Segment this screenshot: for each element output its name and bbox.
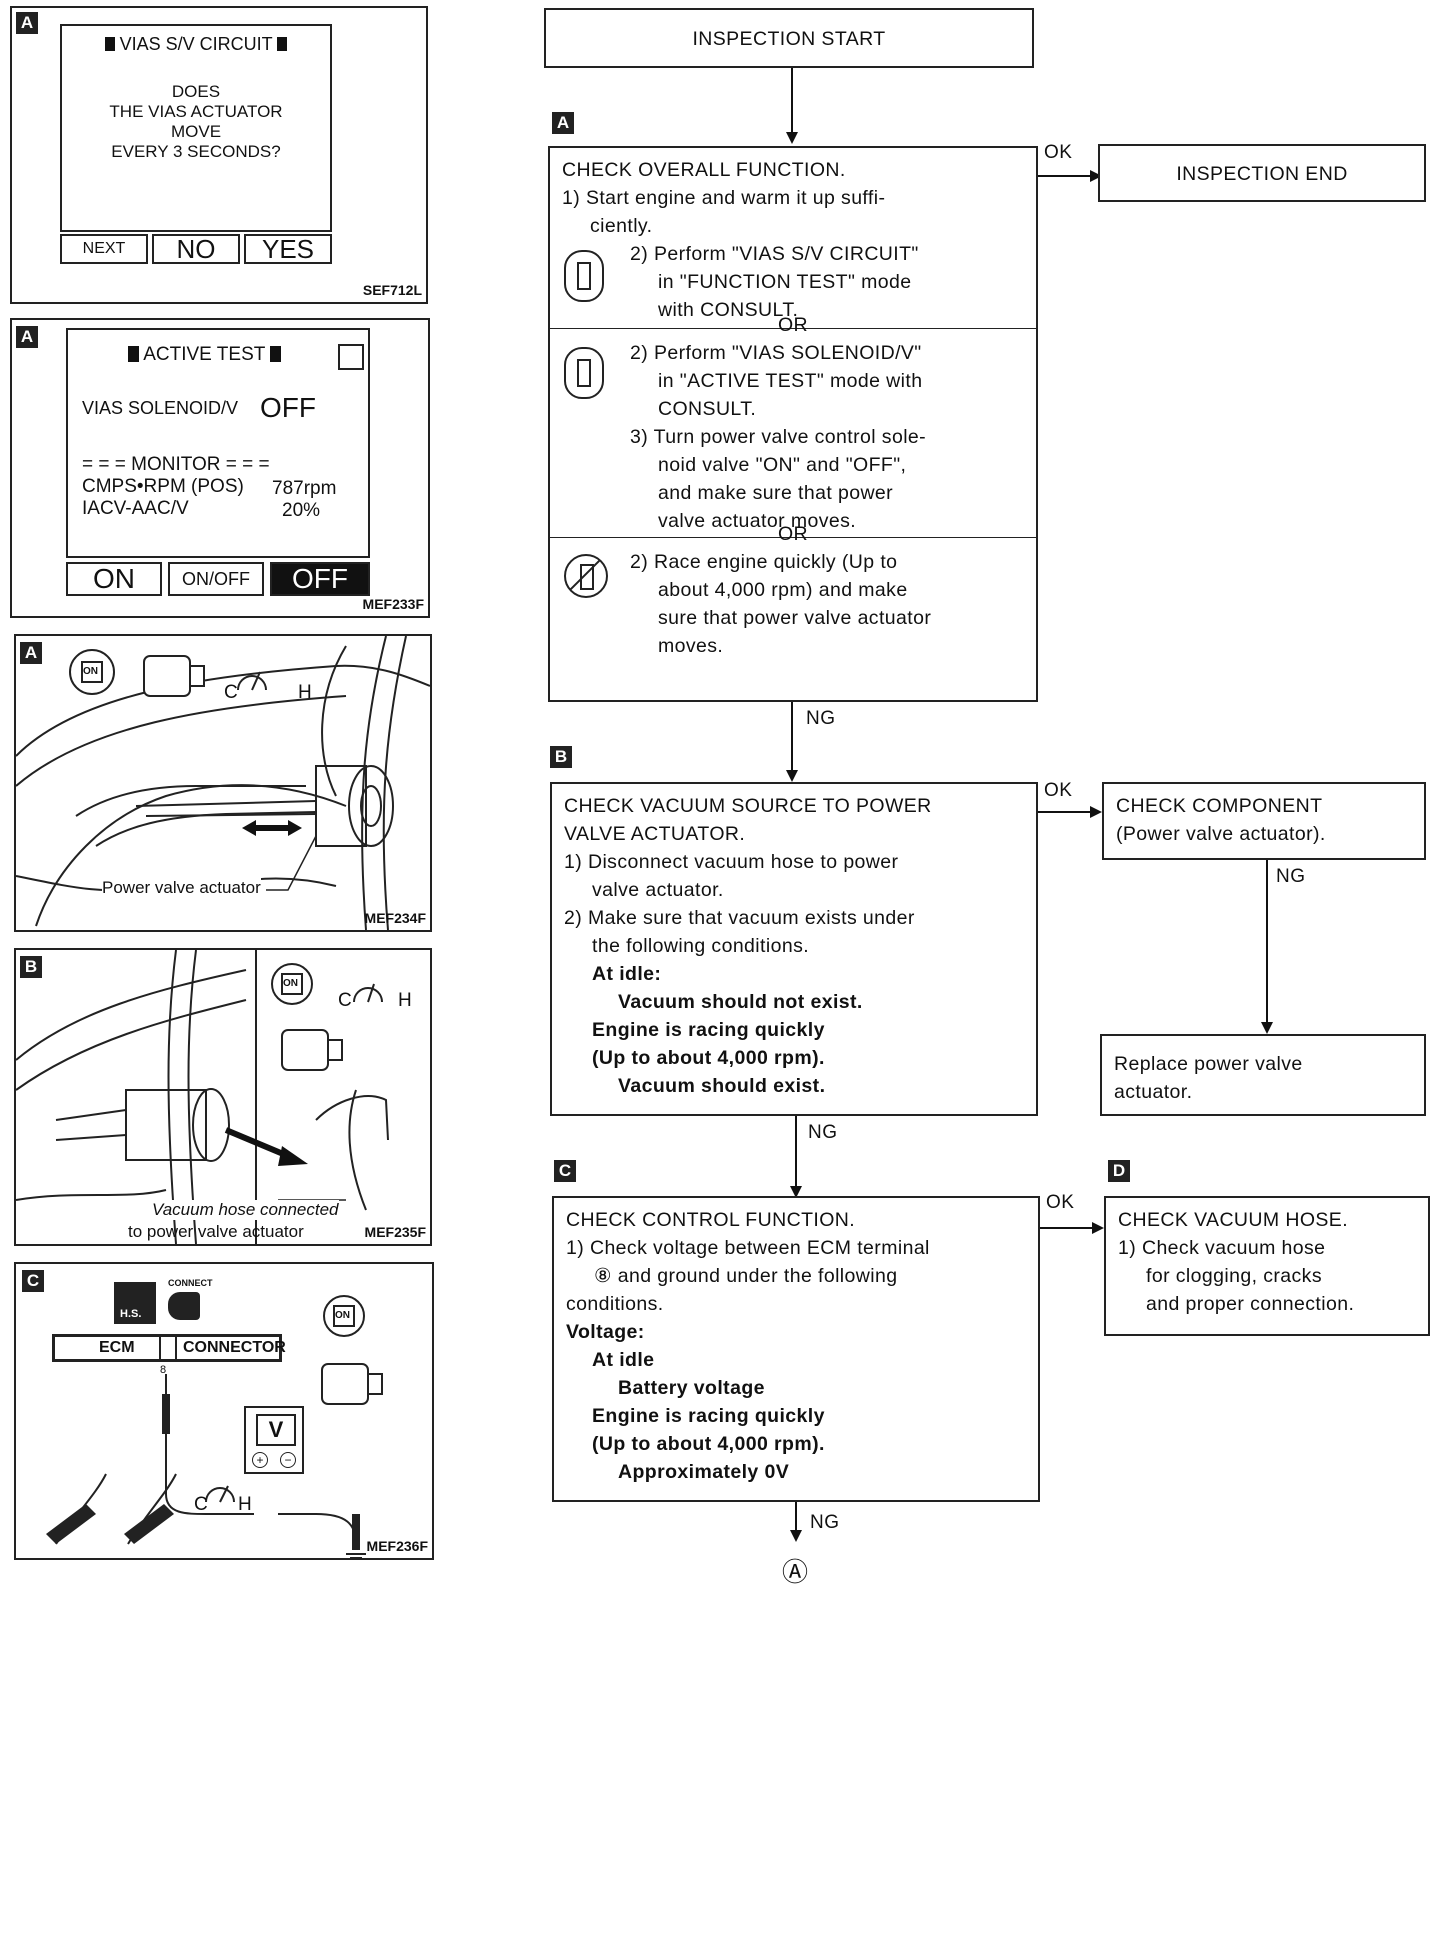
figure-code: MEF234F bbox=[364, 910, 426, 926]
panel-tag: A bbox=[16, 12, 38, 34]
screen-title: VIAS S/V CIRCUIT bbox=[62, 34, 330, 55]
divider bbox=[550, 537, 1036, 538]
no-button[interactable]: NO bbox=[152, 234, 240, 264]
ecm-label: ECM bbox=[99, 1339, 135, 1356]
continue-reference: Ⓐ bbox=[782, 1557, 809, 1587]
panel-tag: A bbox=[20, 642, 42, 664]
consult-screen: VIAS S/V CIRCUIT DOES THE VIAS ACTUATOR … bbox=[60, 24, 332, 232]
minus-terminal-icon: − bbox=[280, 1452, 296, 1468]
option-consult-active: 2) Perform "VIAS SOLENOID/V" in "ACTIVE … bbox=[562, 339, 1024, 533]
figure-code: MEF236F bbox=[366, 1538, 428, 1554]
connector-icon bbox=[168, 1292, 200, 1320]
step-a-text: ciently. bbox=[590, 215, 653, 237]
step-b-box: CHECK VACUUM SOURCE TO POWER VALVE ACTUA… bbox=[550, 782, 1038, 1116]
voltmeter: V + − bbox=[244, 1406, 304, 1474]
hs-label: H.S. bbox=[120, 1308, 142, 1320]
key-on-icon: ON bbox=[335, 1310, 350, 1321]
check-component-box: CHECK COMPONENT (Power valve actuator). bbox=[1102, 782, 1426, 860]
divider bbox=[550, 328, 1036, 329]
monitor-value: 787rpm bbox=[272, 478, 337, 499]
pin-box bbox=[159, 1334, 177, 1362]
monitor-label: = = = MONITOR = = = bbox=[82, 454, 270, 475]
next-button[interactable]: NEXT bbox=[60, 234, 148, 264]
consult-icon bbox=[564, 250, 604, 302]
ng-label: NG bbox=[1276, 866, 1306, 887]
callout-label: Vacuum hose connected bbox=[152, 1200, 339, 1220]
gauge-c-label: C bbox=[194, 1494, 208, 1515]
gauge-c-label: C bbox=[224, 682, 238, 703]
figure-panel-function-test: A VIAS S/V CIRCUIT DOES THE VIAS ACTUATO… bbox=[10, 6, 428, 304]
step-a-heading: CHECK OVERALL FUNCTION. bbox=[562, 159, 846, 181]
or-label: OR bbox=[777, 523, 809, 545]
step-tag: D bbox=[1108, 1160, 1130, 1182]
key-on-icon: ON bbox=[283, 978, 298, 989]
connector-label: CONNECTOR bbox=[183, 1339, 286, 1356]
engine-illustration bbox=[16, 636, 430, 930]
harness-icon bbox=[114, 1282, 156, 1324]
step-c-box: CHECK CONTROL FUNCTION. 1) Check voltage… bbox=[552, 1196, 1040, 1502]
connect-label: CONNECT bbox=[168, 1278, 213, 1288]
option-without-consult: 2) Race engine quickly (Up to about 4,00… bbox=[562, 548, 1024, 660]
gauge-h-label: H bbox=[238, 1494, 252, 1515]
step-tag: A bbox=[552, 112, 574, 134]
or-label: OR bbox=[777, 314, 809, 336]
no-consult-icon bbox=[564, 554, 608, 598]
figure-panel-actuator: ON C H A Power valve actuator MEF234F bbox=[14, 634, 432, 932]
step-tag: C bbox=[554, 1160, 576, 1182]
meter-display: V bbox=[256, 1414, 296, 1446]
probe-wires bbox=[46, 1295, 383, 1558]
step-a-box: CHECK OVERALL FUNCTION. 1) Start engine … bbox=[548, 146, 1038, 702]
step-a-text: 1) Start engine and warm it up suffi- bbox=[562, 187, 886, 209]
inspection-start: INSPECTION START bbox=[544, 8, 1034, 68]
monitor-row: IACV-AAC/V bbox=[82, 498, 189, 519]
ok-label: OK bbox=[1046, 1192, 1075, 1213]
ng-label: NG bbox=[806, 708, 836, 729]
consult-screen: ACTIVE TEST VIAS SOLENOID/V OFF = = = MO… bbox=[66, 328, 370, 558]
on-off-button[interactable]: ON/OFF bbox=[168, 562, 264, 596]
yes-button[interactable]: YES bbox=[244, 234, 332, 264]
consult-icon bbox=[564, 347, 604, 399]
ok-label: OK bbox=[1044, 780, 1073, 801]
figure-code: MEF235F bbox=[364, 1224, 426, 1240]
figure-code: MEF233F bbox=[362, 596, 424, 612]
gauge-h-label: H bbox=[298, 682, 312, 703]
checkbox-icon[interactable] bbox=[338, 344, 364, 370]
figure-code: SEF712L bbox=[362, 282, 422, 298]
on-button[interactable]: ON bbox=[66, 562, 162, 596]
callout-label: to power valve actuator bbox=[128, 1222, 304, 1241]
gauge-h-label: H bbox=[398, 990, 412, 1011]
screen-title: ACTIVE TEST bbox=[128, 344, 282, 366]
panel-tag: B bbox=[20, 956, 42, 978]
inspection-end: INSPECTION END bbox=[1098, 144, 1426, 202]
option-consult-function: 2) Perform "VIAS S/V CIRCUIT" in "FUNCTI… bbox=[562, 240, 1024, 324]
figure-panel-vacuum-hose: ON C H B Vacuum hose connected to power … bbox=[14, 948, 432, 1246]
vacuum-illustration bbox=[16, 950, 389, 1244]
pin-number: 8 bbox=[160, 1364, 167, 1376]
callout-label: Power valve actuator bbox=[102, 878, 261, 898]
monitor-row: CMPS•RPM (POS) bbox=[82, 476, 244, 497]
monitor-value: 20% bbox=[282, 500, 321, 521]
figure-panel-ecm-check: C H.S. CONNECT ECM CONNECTOR 8 ON bbox=[14, 1262, 434, 1560]
screen-question: DOES THE VIAS ACTUATOR MOVE EVERY 3 SECO… bbox=[109, 82, 283, 161]
test-item-label: VIAS SOLENOID/V bbox=[82, 398, 239, 418]
ng-label: NG bbox=[810, 1512, 840, 1533]
panel-tag: A bbox=[16, 326, 38, 348]
step-tag: B bbox=[550, 746, 572, 768]
test-item-value: OFF bbox=[260, 392, 316, 423]
step-d-box: CHECK VACUUM HOSE. 1) Check vacuum hose … bbox=[1104, 1196, 1430, 1336]
ecm-connector: ECM CONNECTOR bbox=[52, 1334, 286, 1362]
replace-actuator-box: Replace power valve actuator. bbox=[1100, 1034, 1426, 1116]
gauge-c-label: C bbox=[338, 990, 352, 1011]
key-on-icon: ON bbox=[83, 666, 98, 677]
figure-panel-active-test: A ACTIVE TEST VIAS SOLENOID/V OFF = = = … bbox=[10, 318, 430, 618]
plus-terminal-icon: + bbox=[252, 1452, 268, 1468]
panel-tag: C bbox=[22, 1270, 44, 1292]
ng-label: NG bbox=[808, 1122, 838, 1143]
ok-label: OK bbox=[1044, 142, 1073, 163]
off-button[interactable]: OFF bbox=[270, 562, 370, 596]
